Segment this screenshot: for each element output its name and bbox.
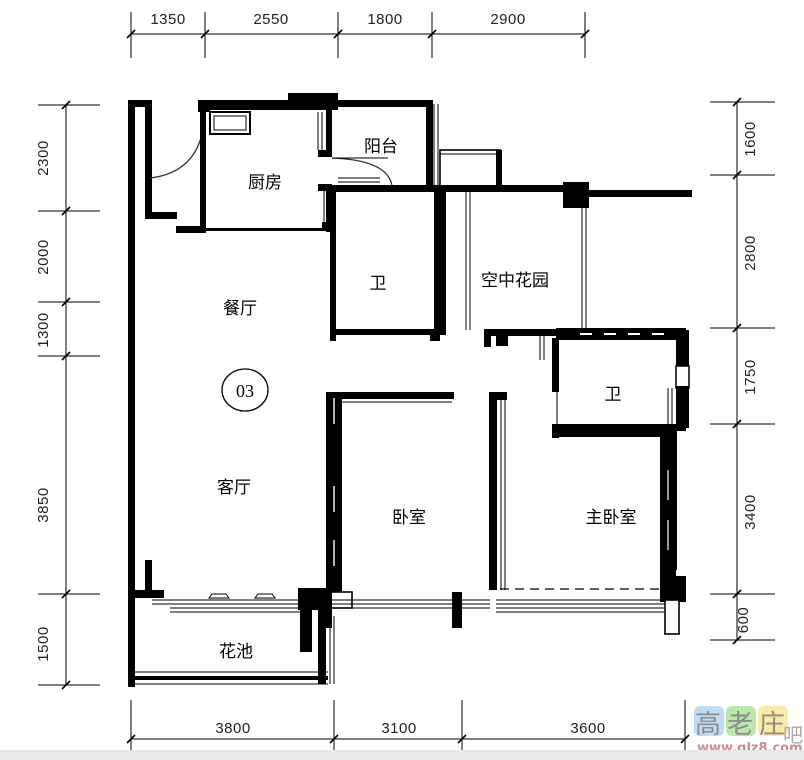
unit-number-badge: 03 — [221, 368, 269, 412]
room-kitchen-walls — [176, 108, 393, 233]
dim-top-3: 1800 — [367, 11, 402, 28]
dim-left-3: 1300 — [35, 312, 52, 347]
watermark-tile-2 — [726, 706, 756, 736]
room-label-dining: 餐厅 — [223, 299, 257, 319]
dim-bottom-1: 3800 — [215, 720, 250, 737]
dim-top-4: 2900 — [490, 11, 525, 28]
watermark-tile-3 — [758, 706, 788, 736]
dimension-chain-right — [710, 97, 775, 645]
dimension-labels-right: 1600 2800 1750 3400 600 — [735, 121, 759, 633]
dim-top-2: 2550 — [253, 11, 288, 28]
room-labels: 厨房 阳台 餐厅 卫 空中花园 卫 客厅 卧室 主卧室 花池 — [217, 137, 637, 662]
room-label-bath-2: 卫 — [605, 385, 622, 405]
bottom-windows-planter — [128, 560, 664, 685]
dim-right-2: 2800 — [742, 235, 759, 270]
dim-right-1: 1600 — [742, 121, 759, 156]
room-label-living: 客厅 — [217, 478, 251, 498]
watermark-tile-1 — [694, 706, 724, 736]
page-bottom-strip — [0, 750, 804, 760]
dim-bottom-2: 3100 — [381, 720, 416, 737]
dim-left-5: 1500 — [35, 626, 52, 661]
room-label-bath-1: 卫 — [370, 274, 387, 294]
dimension-labels-top: 1350 2550 1800 2900 — [150, 11, 525, 28]
room-label-balcony: 阳台 — [364, 137, 398, 157]
room-label-kitchen: 厨房 — [248, 173, 282, 193]
room-label-sky-garden: 空中花园 — [481, 271, 549, 291]
dim-right-3: 1750 — [742, 359, 759, 394]
dim-left-2: 2000 — [35, 239, 52, 274]
room-label-master-bedroom: 主卧室 — [586, 508, 637, 528]
room-label-planter: 花池 — [219, 642, 253, 662]
dim-right-4: 3400 — [742, 494, 759, 529]
dimension-chain-left — [38, 100, 100, 690]
living-dining-walls — [326, 392, 686, 635]
watermark-char-3: 庄 — [759, 710, 785, 740]
dim-left-4: 3850 — [35, 487, 52, 522]
dimension-labels-left: 2300 2000 1300 3850 1500 — [35, 140, 52, 661]
room-bath2-walls — [552, 328, 690, 438]
watermark-char-4: 吧 — [783, 723, 803, 747]
dimension-labels-bottom: 3800 3100 3600 — [215, 720, 605, 737]
dimension-chain-bottom — [126, 700, 690, 752]
dim-left-1: 2300 — [35, 140, 52, 175]
unit-number-text: 03 — [236, 381, 254, 401]
room-label-bedroom: 卧室 — [392, 508, 426, 528]
room-bath1-walls — [322, 177, 440, 341]
dimension-chain-top — [126, 12, 590, 58]
room-sky-garden-walls — [440, 185, 574, 360]
watermark: 高 老 庄 吧 www.glz8.com — [694, 706, 803, 756]
watermark-char-1: 高 — [695, 710, 721, 740]
watermark-char-2: 老 — [727, 710, 753, 740]
dim-top-1: 1350 — [150, 11, 185, 28]
dim-bottom-3: 3600 — [570, 720, 605, 737]
dim-right-5: 600 — [735, 607, 752, 634]
